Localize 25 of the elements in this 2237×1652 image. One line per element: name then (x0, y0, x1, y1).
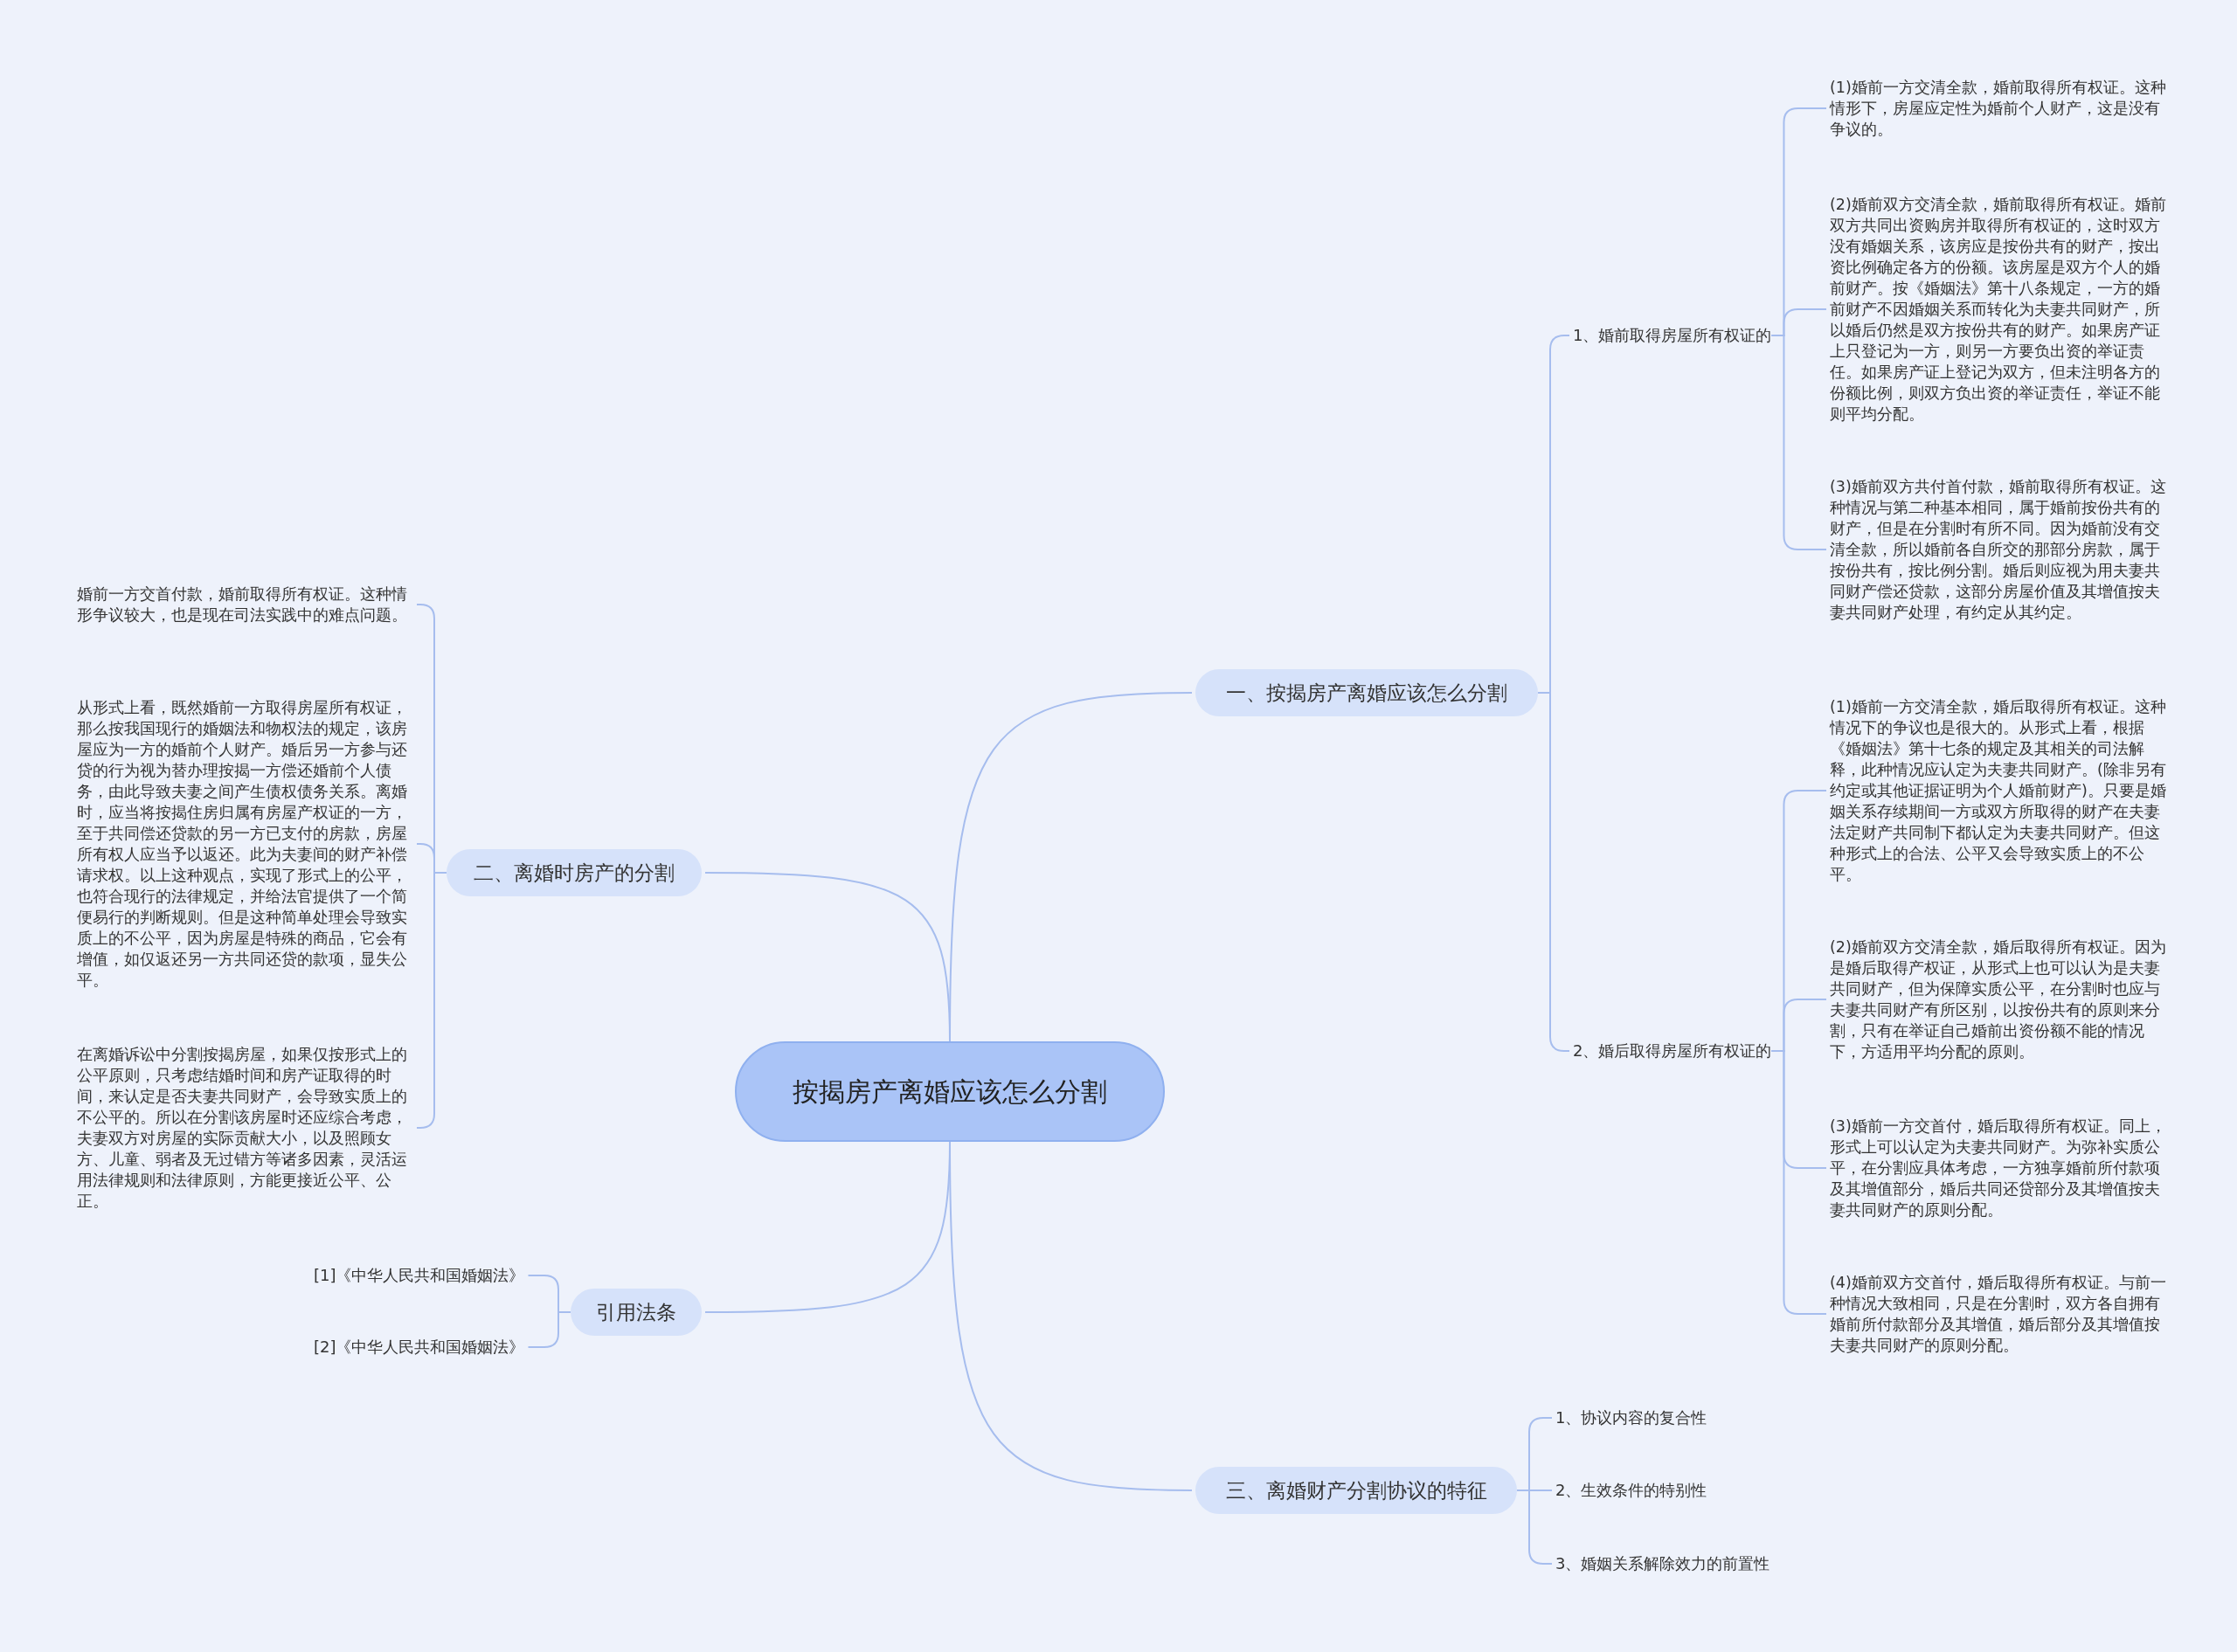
connector-line (416, 872, 447, 1129)
subtopic-text: 2、生效条件的特别性 (1555, 1480, 1707, 1501)
topic-box: 二、离婚时房产的分割 (447, 849, 702, 896)
note-text: 从形式上看，既然婚前一方取得房屋所有权证，那么按我国现行的婚姻法和物权法的规定，该房屋应为一方的婚前个人财产。婚后另一方参与还贷的行为视为替办理按揭一方偿还婚前个人债务，由此导致夫妻之间产生债权债务关系。离婚时，应当将按揭住房归属有房屋产权证的一方，至于共同偿还贷款的另一方已支付的房款，房屋所有权人应当予以返还。此为夫妻间的财产补偿请求权。以上这种观点，实现了形式上的公平，也符合现行的法律规定，并给法官提供了一个简便易行的判断规则。但是这种简单处理会导致实质上的不公平，因为房屋是特殊的商品，它会有增值，如仅返还另一方共同还贷的款项，显失公平。 (77, 697, 413, 991)
central-topic: 按揭房产离婚应该怎么分割 (735, 1041, 1165, 1142)
note-text: (3)婚前一方交首付，婚后取得所有权证。同上，形式上可以认定为夫妻共同财产。为弥补实质公平，在分割应具体考虑，一方独享婚前所付款项及其增值部分，婚后共同还贷部分及其增值按夫妻共同财产的原则分配。 (1830, 1116, 2172, 1220)
note-text: 在离婚诉讼中分割按揭房屋，如果仅按形式上的公平原则，只考虑结婚时间和房产证取得的时间，来认定是否夫妻共同财产，会导致实质上的不公平的。所以在分割该房屋时还应综合考虑，夫妻双方对房屋的实际贡献大小，以及照顾女方、儿童、弱者及无过错方等诸多因素，灵活运用法律规则和法律原则，方能更接近公平、公正。 (77, 1044, 413, 1212)
note-text: (2)婚前双方交清全款，婚后取得所有权证。因为是婚后取得产权证，从形式上也可以认为是夫妻共同财产，但为保障实质公平，在分割时也应与夫妻共同财产有所区别，以按份共有的原则来分割，只有在举证自己婚前出资份额不能的情况下，方适用平均分配的原则。 (1830, 937, 2172, 1062)
note-text: 婚前一方交首付款，婚前取得所有权证。这种情形争议较大，也是现在司法实践中的难点问题。 (77, 584, 413, 626)
subtopic-text: 1、婚前取得房屋所有权证的 (1573, 325, 1772, 346)
note-text: (1)婚前一方交清全款，婚前取得所有权证。这种情形下，房屋应定性为婚前个人财产，这是没有争议的。 (1830, 77, 2172, 140)
subtopic-text: 3、婚姻关系解除效力的前置性 (1555, 1553, 1770, 1574)
note-text: (3)婚前双方共付首付款，婚前取得所有权证。这种情况与第二种基本相同，属于婚前按份共有的财产，但是在分割时有所不同。因为婚前没有交清全款，所以婚前各自所交的那部分房款，属于按份共有，按比例分割。婚后则应视为用夫妻共同财产偿还贷款，这部分房屋价值及其增值按夫妻共同财产处理，有约定从其约定。 (1830, 476, 2172, 623)
topic-box: 三、离婚财产分割协议的特征 (1195, 1467, 1517, 1514)
note-text: (1)婚前一方交清全款，婚后取得所有权证。这种情况下的争议也是很大的。从形式上看，根据《婚姻法》第十七条的规定及其相关的司法解释，此种情况应认定为夫妻共同财产。(除非另有约定或其他证据证明为个人婚前财产)。只要是婚姻关系存续期间一方或双方所取得的财产在夫妻法定财产共同制下都认定为夫妻共同财产。但这种形式上的合法、公平又会导致实质上的不公平。 (1830, 696, 2172, 885)
note-text: (4)婚前双方交首付，婚后取得所有权证。与前一种情况大致相同，只是在分割时，双方各自拥有婚前所付款部分及其增值，婚后部分及其增值按夫妻共同财产的原则分配。 (1830, 1272, 2172, 1356)
topic-box: 一、按揭房产离婚应该怎么分割 (1195, 669, 1538, 716)
connector-line (1770, 335, 1827, 550)
subtopic-text: 2、婚后取得房屋所有权证的 (1573, 1040, 1772, 1061)
topic-box: 引用法条 (571, 1289, 702, 1336)
subtopic-text: [2]《中华人民共和国婚姻法》 (314, 1337, 525, 1358)
subtopic-text: [1]《中华人民共和国婚姻法》 (314, 1265, 525, 1286)
connector-line (1770, 1050, 1827, 1315)
subtopic-text: 1、协议内容的复合性 (1555, 1407, 1707, 1428)
note-text: (2)婚前双方交清全款，婚前取得所有权证。婚前双方共同出资购房并取得所有权证的，这时双方没有婚姻关系，该房应是按份共有的财产，按出资比例确定各方的份额。该房屋是双方个人的婚前财产。按《婚姻法》第十八条规定，一方的婚前财产不因婚姻关系而转化为夫妻共同财产，所以婚后仍然是双方按份共有的财产。如果房产证上只登记为一方，则另一方要负出资的举证责任。如果房产证上登记为双方，但未注明各方的份额比例，则双方负出资的举证责任，举证不能则平均分配。 (1830, 194, 2172, 425)
